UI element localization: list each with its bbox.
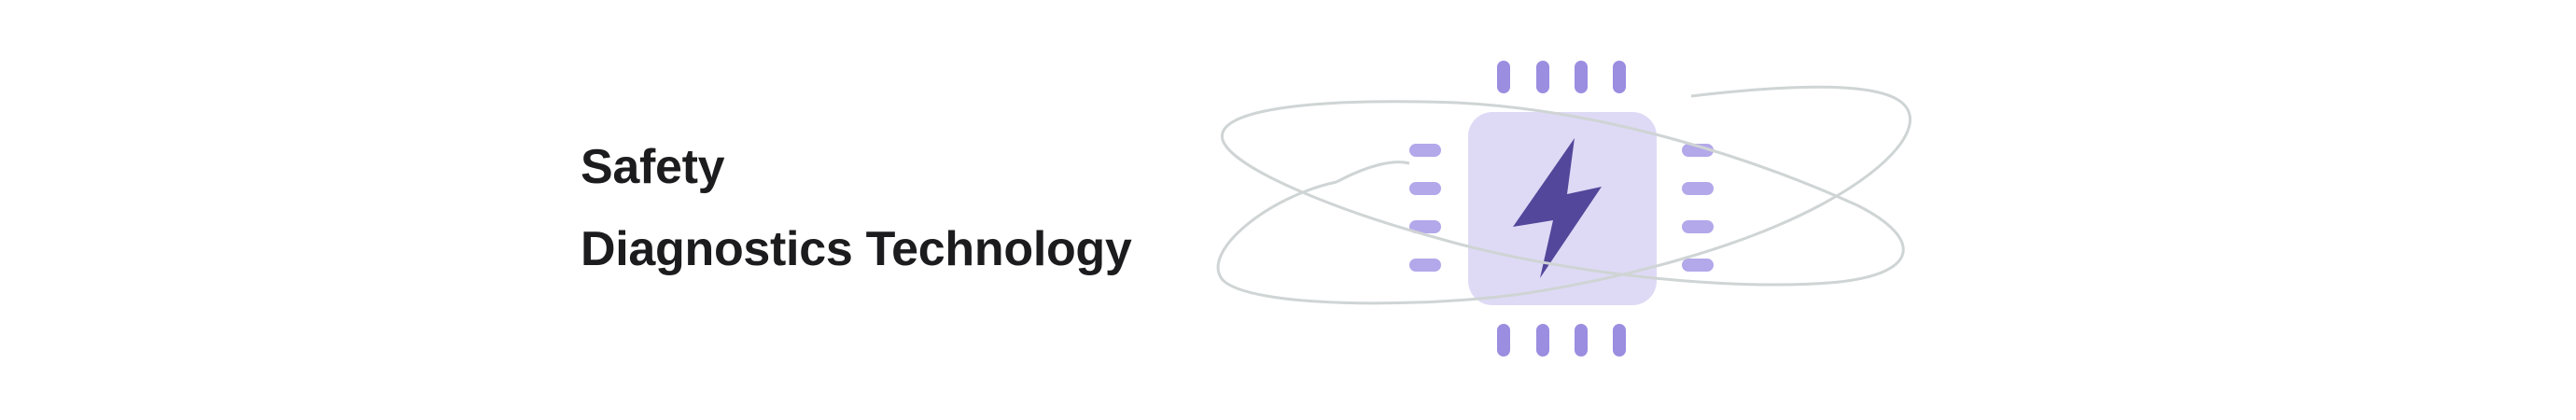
title-line-2: Diagnostics Technology — [581, 222, 1132, 276]
orbit-ring-1 — [1221, 100, 1905, 287]
title-line-1: Safety — [581, 140, 725, 194]
chip-left-pads — [1409, 144, 1441, 272]
lightning-bolt-icon — [1513, 138, 1602, 278]
chip-bottom-pins — [1497, 324, 1626, 357]
banner-title: Safety Diagnostics Technology — [581, 126, 1132, 290]
chip-right-pads — [1682, 144, 1714, 272]
orbit-ring-2 — [1216, 85, 1911, 305]
orbit-ring-2-tail — [1336, 161, 1410, 184]
chip-top-pins — [1497, 61, 1626, 93]
